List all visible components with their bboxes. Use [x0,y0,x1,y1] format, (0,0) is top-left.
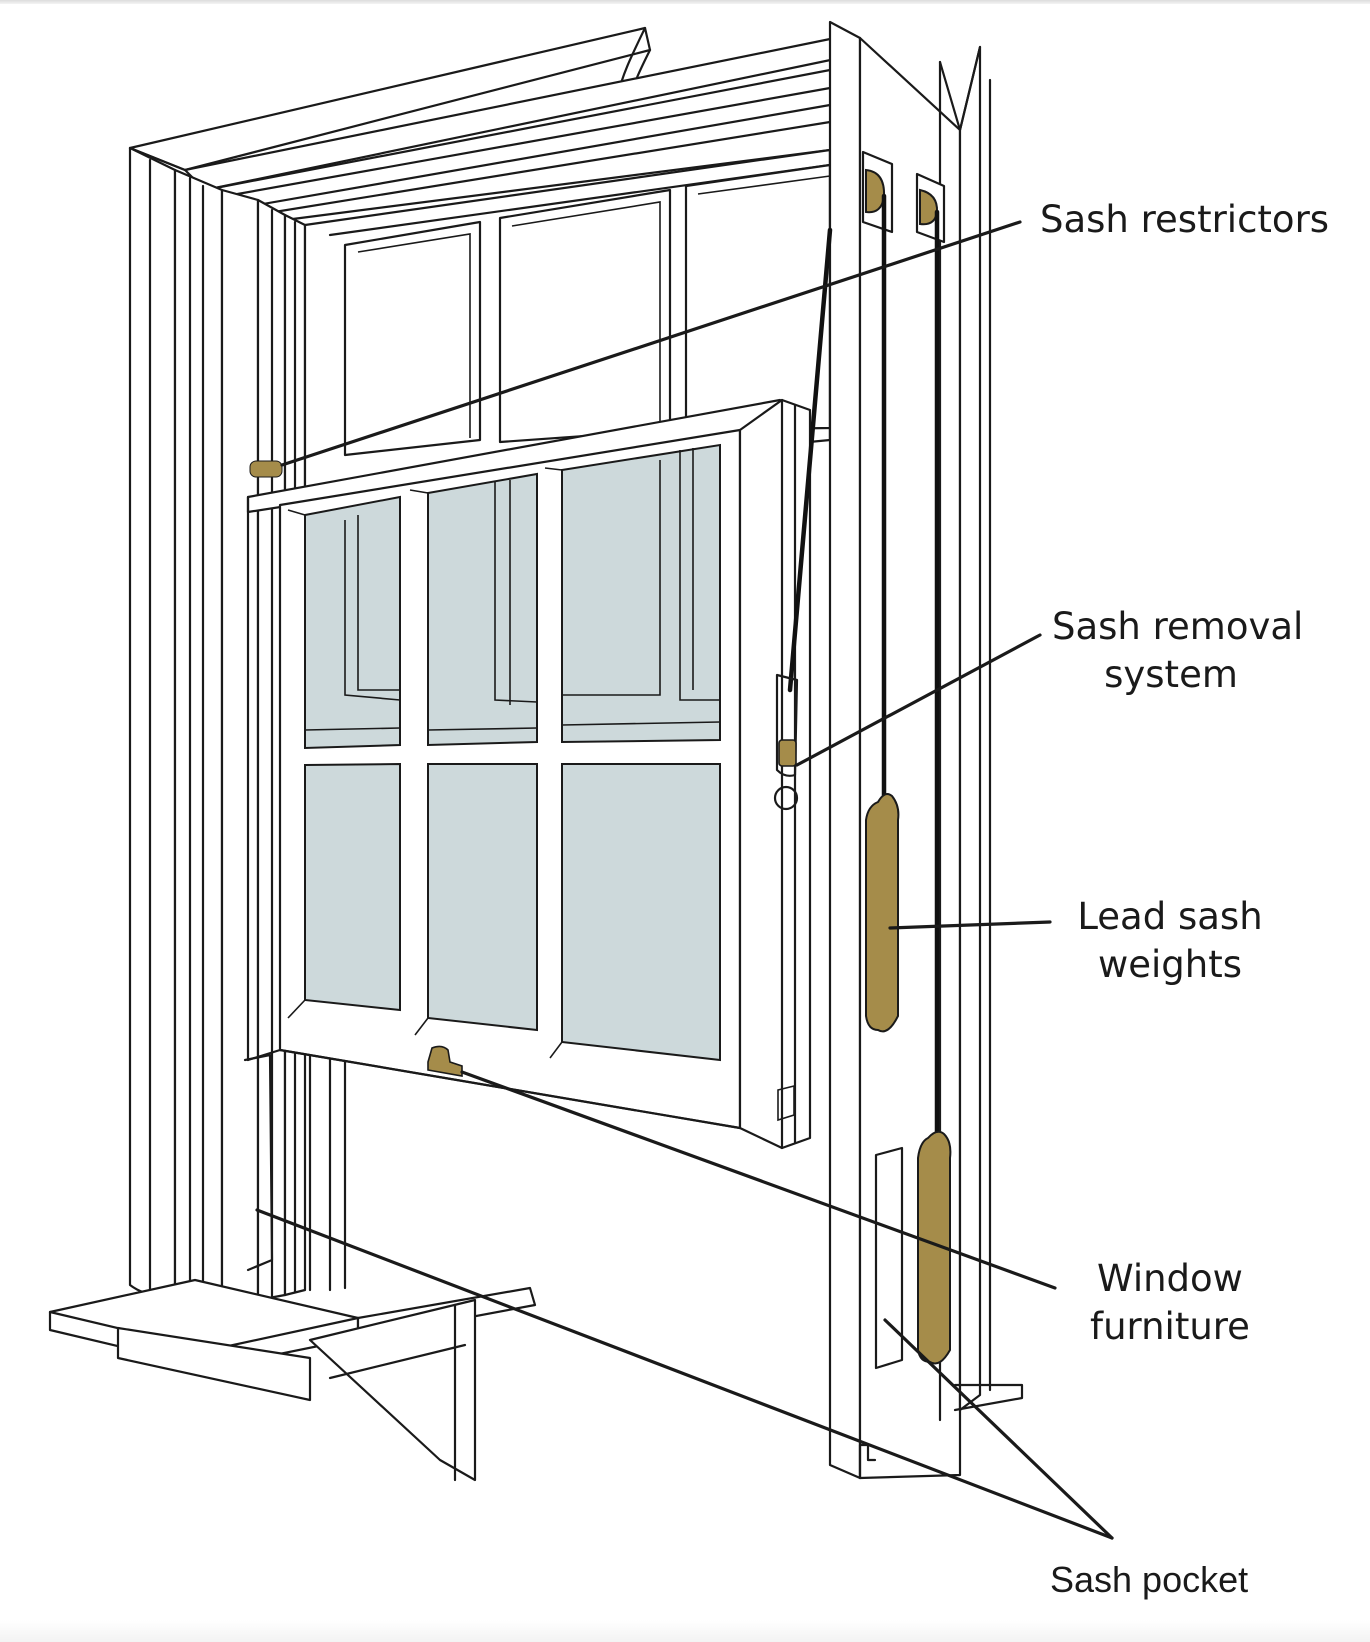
brass-fittings [249,460,463,1077]
sash-removal-brass [778,739,797,767]
leader-sash-pocket-2 [883,1318,1114,1540]
lead-weight-lower [917,1130,952,1365]
leader-lines [255,220,1114,1540]
sash-removal-clip [773,673,799,811]
sash-pocket-cover [874,1146,904,1370]
label-line: Sash removal [1052,605,1304,648]
lead-weight-upper [865,793,900,1033]
sash-cords [787,193,940,1141]
leader-sash-restrictors [280,220,1022,467]
label-window-furniture: Window furniture [1085,1255,1255,1351]
lower-sash [246,398,812,1150]
label-line: weights [1097,943,1243,986]
label-line: Window [1097,1257,1243,1300]
label-sash-restrictors: Sash restrictors [1040,196,1329,244]
pulley-wheels [865,168,939,226]
window-sill [48,1278,537,1482]
label-line: system [1104,653,1238,696]
window-furniture-catch [427,1045,463,1077]
label-text: Sash restrictors [1040,198,1330,241]
sash-restrictor-block [249,460,283,478]
bottom-border [0,1620,1370,1642]
lead-sash-weights [865,793,952,1365]
label-text: Sash pocket [1050,1559,1249,1600]
leader-lead-weights [888,920,1052,930]
leader-window-furniture [460,1070,1057,1290]
leader-sash-removal [795,633,1042,767]
top-border [0,0,1370,4]
label-sash-pocket: Sash pocket [1050,1556,1248,1604]
label-sash-removal-system: Sash removal system [1052,603,1304,699]
label-line: Lead sash [1077,895,1263,938]
label-lead-sash-weights: Lead sash weights [1075,893,1265,989]
label-line: furniture [1090,1305,1250,1348]
leader-sash-pocket-1 [255,1208,1114,1540]
